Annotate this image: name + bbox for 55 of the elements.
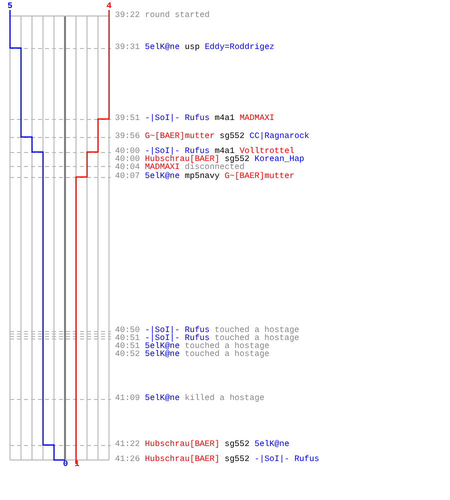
log-text: sg552 xyxy=(224,156,250,164)
log-text: 5elK@ne xyxy=(144,173,180,181)
log-text: 5elK@ne xyxy=(254,441,290,449)
log-text: Hubschrau[BAER] xyxy=(144,156,220,164)
log-text: Volltrottel xyxy=(240,148,294,156)
log-text: touched a hostage xyxy=(214,327,300,335)
timestamp: 40:07 xyxy=(115,173,140,181)
log-text: usp xyxy=(184,44,200,52)
log-text: -|SoI|- Rufus xyxy=(144,115,210,123)
log-text: MADMAXI xyxy=(144,164,180,172)
log-text: touched a hostage xyxy=(184,351,270,359)
timestamp: 39:56 xyxy=(115,133,140,141)
timestamp: 39:51 xyxy=(115,115,140,123)
log-text: G~[BAER]mutter xyxy=(224,173,294,181)
log-text: Eddy=Roddrigez xyxy=(204,44,274,52)
timestamp: 39:22 xyxy=(115,12,140,20)
log-text: sg552 xyxy=(220,133,245,141)
timestamp: 41:09 xyxy=(115,395,140,403)
log-text: 5elK@ne xyxy=(144,44,180,52)
log-text: touched a hostage xyxy=(184,343,270,351)
log-text: Hubschrau[BAER] xyxy=(144,456,220,464)
log-text: m4a1 xyxy=(214,115,235,123)
log-text: disconnected xyxy=(184,164,245,172)
timestamp: 40:00 xyxy=(115,148,140,156)
timestamp: 39:31 xyxy=(115,44,140,52)
timestamp: 40:52 xyxy=(115,351,140,359)
timestamp: 41:26 xyxy=(115,456,140,464)
log-text: sg552 xyxy=(224,441,250,449)
player-count: 5 xyxy=(8,3,12,11)
log-text: 5elK@ne xyxy=(144,395,180,403)
log-text: MADMAXI xyxy=(240,115,274,123)
log-text: 5elK@ne xyxy=(144,343,180,351)
log-text: -|SoI|- Rufus xyxy=(254,456,320,464)
log-text: 5elK@ne xyxy=(144,351,180,359)
timestamp: 40:00 xyxy=(115,156,140,164)
log-text: -|SoI|- Rufus xyxy=(144,148,210,156)
log-text: sg552 xyxy=(224,456,250,464)
player-count: 0 xyxy=(63,461,68,469)
log-text: CC|Ragnarock xyxy=(250,133,310,141)
log-text: mp5navy xyxy=(184,173,220,181)
log-text: touched a hostage xyxy=(214,335,300,343)
log-text: Hubschrau[BAER] xyxy=(144,441,220,449)
log-text: -|SoI|- Rufus xyxy=(144,335,210,343)
log-text: G~[BAER]mutter xyxy=(144,133,215,141)
timestamp: 41:22 xyxy=(115,441,140,449)
log-text: m4a1 xyxy=(214,148,235,156)
log-text: round started xyxy=(144,12,210,20)
log-text: -|SoI|- Rufus xyxy=(144,327,210,335)
timestamp: 40:51 xyxy=(115,335,140,343)
timestamp: 40:50 xyxy=(115,327,140,335)
timestamp: 40:51 xyxy=(115,343,140,351)
timestamp: 40:04 xyxy=(115,164,140,172)
log-text: Korean_Hap xyxy=(254,156,304,164)
player-count: 4 xyxy=(106,3,112,11)
log-text: killed a hostage xyxy=(184,395,264,403)
